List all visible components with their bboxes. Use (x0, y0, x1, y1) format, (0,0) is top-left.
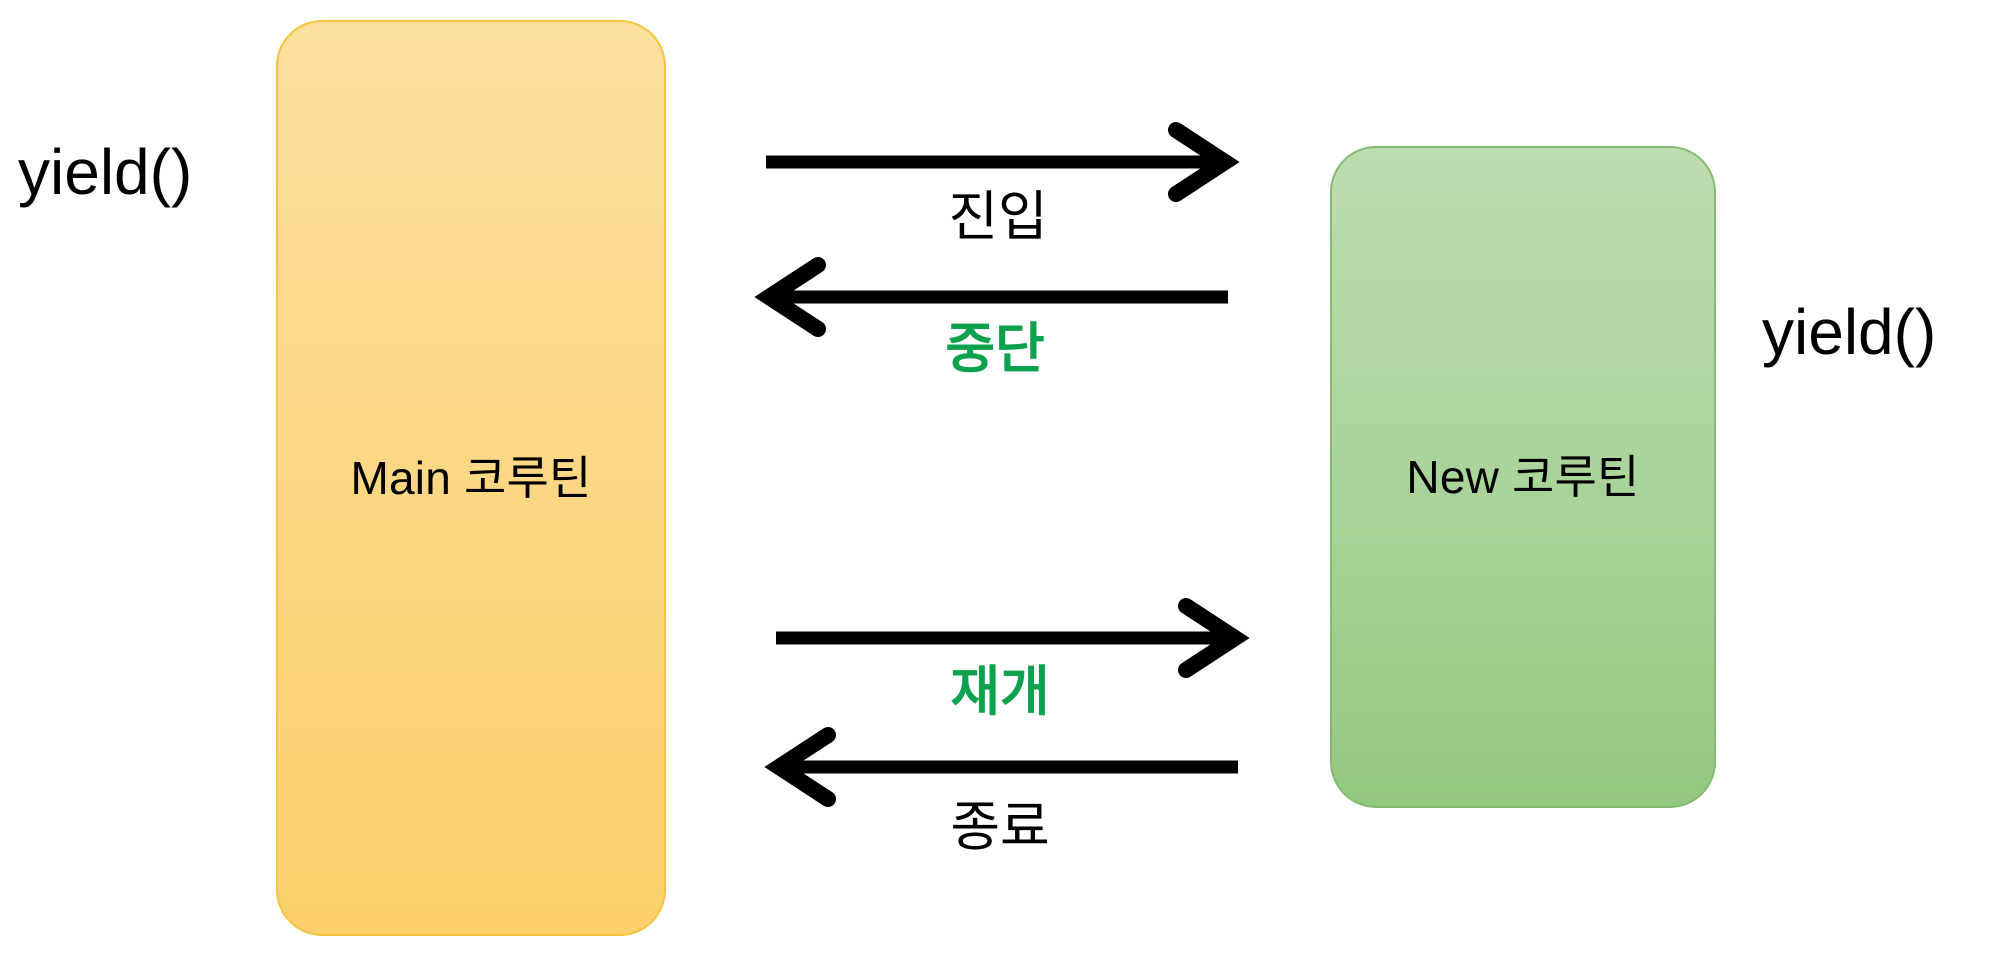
arrow-resume (776, 598, 1250, 678)
main-coroutine-box: Main 코루틴 (276, 20, 666, 936)
yield-caption-right: yield() (1762, 296, 1937, 368)
new-coroutine-box: New 코루틴 (1330, 146, 1716, 808)
arrow-label-suspend: 중단 (945, 319, 1045, 379)
arrow-label-resume: 재개 (950, 662, 1050, 722)
arrow-enter (766, 122, 1240, 202)
yield-caption-left: yield() (18, 136, 193, 208)
arrow-suspend-head-icon (754, 257, 826, 337)
arrow-enter-head-icon (1168, 122, 1240, 202)
arrow-resume-head-icon (1178, 598, 1250, 678)
new-coroutine-label: New 코루틴 (1406, 450, 1640, 503)
arrow-label-finish: 종료 (950, 797, 1050, 857)
arrow-finish (764, 727, 1238, 807)
arrow-label-enter: 진입 (948, 187, 1048, 247)
arrow-finish-head-icon (764, 727, 836, 807)
main-coroutine-label: Main 코루틴 (350, 451, 592, 504)
